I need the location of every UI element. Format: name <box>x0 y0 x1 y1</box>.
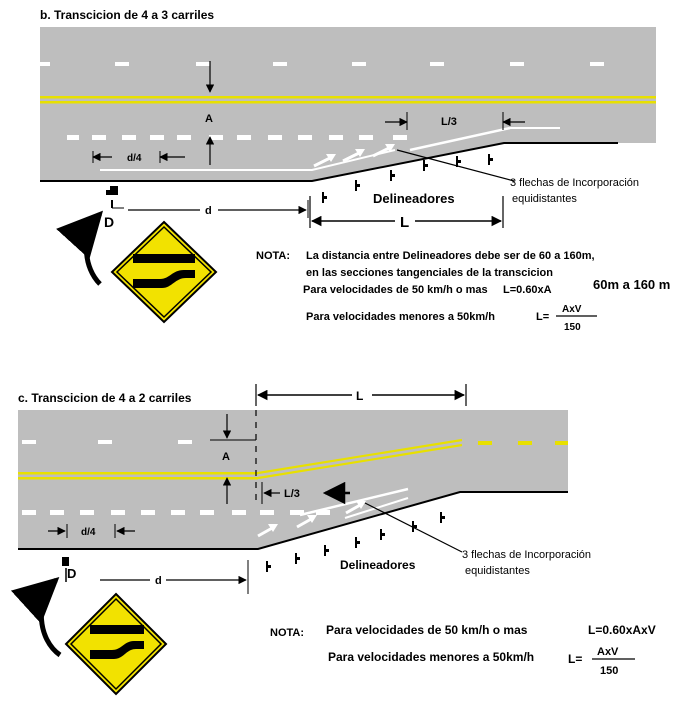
section-c-dim-d: d <box>100 560 249 594</box>
section-b-center-line-2 <box>40 101 656 104</box>
section-b-note-line2: en las secciones tangenciales de la tran… <box>306 267 553 279</box>
section-b-label-L3: L/3 <box>441 116 457 128</box>
section-b-formula1-suffix: 60m a 160 m <box>593 277 670 292</box>
section-b-label-d4: d/4 <box>127 153 142 164</box>
section-c-delineators <box>266 512 445 572</box>
section-c-center-line-2 <box>18 477 258 480</box>
section-c-dim-L3: L/3 <box>261 481 350 505</box>
section-c-label-d: d <box>155 575 162 587</box>
section-b-curved-arrow <box>56 210 104 286</box>
section-c-center-taper-2 <box>257 443 463 480</box>
section-c-formula2-lhs: L= <box>568 652 582 666</box>
section-b-note-line1: La distancia entre Delineadores debe ser… <box>306 250 595 262</box>
section-b-label-L: L <box>400 214 409 231</box>
section-b-solid-lane-edge <box>100 149 396 171</box>
section-c-note-line1: Para velocidades de 50 km/h o mas <box>326 623 528 637</box>
section-c-label-D: D <box>67 566 76 581</box>
section-b-formula1: L=0.60xA <box>503 284 552 296</box>
section-b-formula2-num: AxV <box>562 304 582 315</box>
section-b-label-D: D <box>104 214 114 230</box>
section-c-arrows-line2: equidistantes <box>465 565 530 577</box>
section-c-sign-post: D <box>62 557 76 582</box>
section-b-title: b. Transcicion de 4 a 3 carriles <box>40 8 214 22</box>
section-b-arrows-line2: equidistantes <box>512 193 577 205</box>
section-c-pointer <box>364 502 463 553</box>
section-b: b. Transcicion de 4 a 3 carriles <box>40 8 670 333</box>
section-c-label-L: L <box>356 389 363 403</box>
section-c-label-d4: d/4 <box>81 527 96 538</box>
section-c-delineators-label: Delineadores <box>340 558 416 572</box>
section-c-lower-dashes <box>22 510 330 515</box>
section-c-center-line-1 <box>18 472 258 475</box>
section-c-label-A: A <box>222 451 230 463</box>
section-c-edge-line <box>18 491 568 550</box>
section-b-note-line3: Para velocidades de 50 km/h o mas <box>303 284 488 296</box>
section-b-lower-dashes <box>67 135 407 140</box>
section-c-note-line2: Para velocidades menores a 50km/h <box>328 650 534 664</box>
section-c-formula2-num: AxV <box>597 646 619 658</box>
section-b-delineators-label: Delineadores <box>373 191 455 206</box>
section-b-sign-post: D <box>104 186 124 230</box>
section-b-dim-L: L <box>309 196 504 231</box>
section-b-center-line-1 <box>40 96 656 99</box>
section-b-dim-A: A <box>205 61 215 165</box>
section-c-title: c. Transcicion de 4 a 2 carriles <box>18 391 192 405</box>
section-c-note-label: NOTA: <box>270 627 304 639</box>
section-b-merge-arrows <box>313 144 395 168</box>
section-b-label-d: d <box>205 205 212 217</box>
section-c-lane-reduction-sign <box>64 592 168 696</box>
section-c-label-L3: L/3 <box>284 488 300 500</box>
section-c-top-dashes <box>22 440 192 444</box>
section-b-edge-line <box>40 142 618 182</box>
section-c-dim-d4: d/4 <box>48 524 135 538</box>
section-c-dim-A: A <box>210 414 256 504</box>
section-c-lane-taper-2 <box>344 497 409 519</box>
section-b-formula2-den: 150 <box>564 322 581 333</box>
section-b-dim-d: d <box>128 200 309 218</box>
section-b-formula2-lhs: L= <box>536 311 549 323</box>
section-c-dim-L: L <box>255 384 467 406</box>
section-b-pointer <box>396 149 515 182</box>
section-c-formula2-den: 150 <box>600 665 618 677</box>
section-c-yellow-dashes <box>478 441 568 445</box>
section-b-lane-reduction-sign <box>110 220 218 324</box>
section-b-arrows-line1: 3 flechas de Incorporación <box>510 177 639 189</box>
section-c-merge-arrows <box>257 501 366 538</box>
section-c-formula1: L=0.60xAxV <box>588 623 656 637</box>
section-b-note-line4: Para velocidades menores a 50km/h <box>306 311 495 323</box>
section-b-note-label: NOTA: <box>256 250 290 262</box>
section-c-arrows-line1: 3 flechas de Incorporación <box>462 549 591 561</box>
section-b-taper-line <box>409 126 511 152</box>
section-c-center-taper-1 <box>257 438 463 475</box>
section-c-curved-arrow <box>10 576 62 658</box>
section-c: c. Transcicion de 4 a 2 carriles L <box>10 384 656 696</box>
section-b-delineators <box>322 154 493 203</box>
section-b-label-A: A <box>205 113 213 125</box>
section-b-dim-L3: L/3 <box>385 112 525 130</box>
section-b-dim-d4: d/4 <box>92 151 185 164</box>
section-b-top-dashes <box>40 62 604 66</box>
